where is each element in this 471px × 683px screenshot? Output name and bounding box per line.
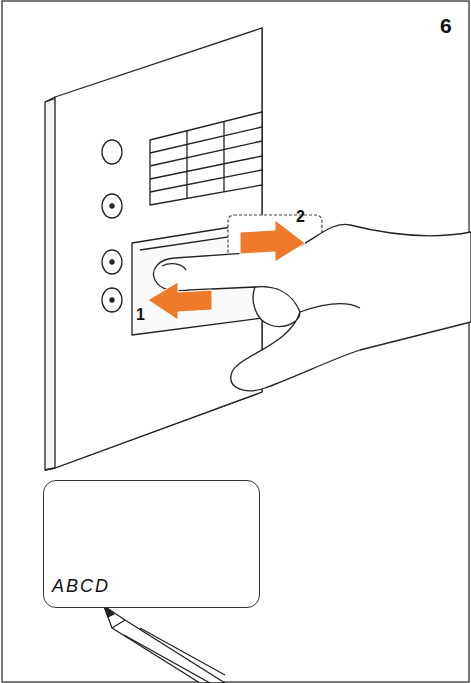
label-card: ABCD — [43, 480, 260, 608]
handwritten-text: ABCD — [52, 576, 251, 597]
callout-number: 2 — [296, 208, 305, 226]
callout-number: 1 — [136, 306, 145, 324]
pencil — [104, 606, 225, 683]
figure-number: 6 — [440, 14, 452, 38]
slide-out-arrow — [240, 220, 305, 262]
push-arrow — [148, 282, 212, 320]
